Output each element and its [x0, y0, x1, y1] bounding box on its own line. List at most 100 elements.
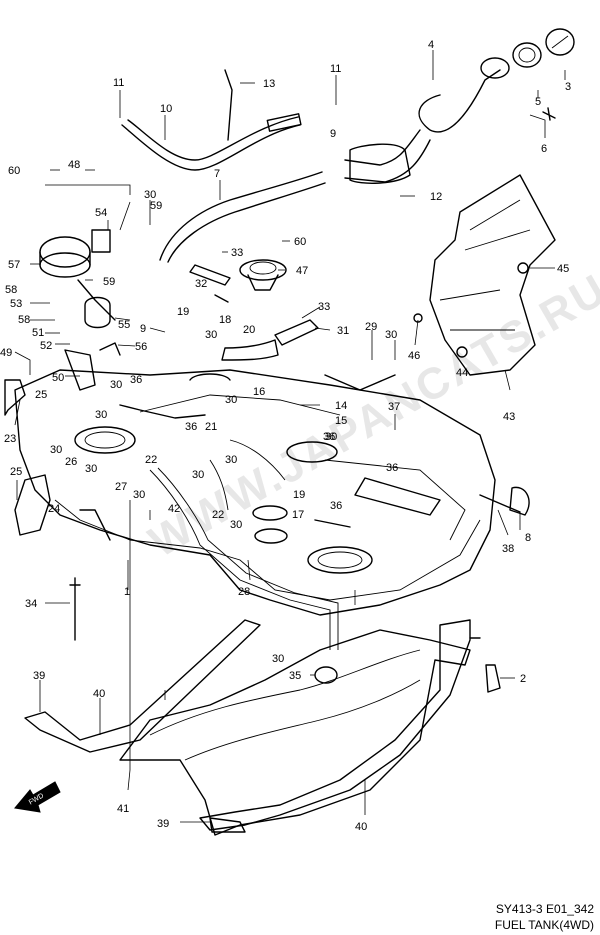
callout-39b: 39	[157, 818, 169, 830]
callout-19a: 19	[177, 306, 189, 318]
callout-60a: 60	[8, 165, 20, 177]
callout-30d: 30	[110, 379, 122, 391]
callout-33a: 33	[231, 247, 243, 259]
callout-23: 23	[4, 433, 16, 445]
filler-neck	[344, 28, 575, 184]
callout-31: 31	[337, 325, 349, 337]
tank-bracket-left	[4, 379, 111, 541]
callout-59a: 59	[150, 200, 162, 212]
callout-38: 38	[502, 543, 514, 555]
watermark: WWW.JAPANCATS.RU	[141, 264, 600, 567]
callout-30f: 30	[225, 394, 237, 406]
callout-19b: 19	[293, 489, 305, 501]
leader-lines	[14, 50, 566, 823]
fuel-lines	[119, 374, 530, 650]
fuel-pump-assembly	[39, 184, 131, 391]
callout-55: 55	[118, 319, 130, 331]
callout-15: 15	[335, 415, 347, 427]
callout-3: 3	[565, 81, 571, 93]
callout-5: 5	[535, 96, 541, 108]
callout-30l: 30	[133, 489, 145, 501]
callout-30j: 30	[225, 454, 237, 466]
callout-30n: 30	[272, 653, 284, 665]
callout-60b: 60	[294, 236, 306, 248]
callout-16: 16	[253, 386, 265, 398]
callout-9a: 9	[330, 128, 336, 140]
callout-9b: 9	[140, 323, 146, 335]
callout-13: 13	[263, 78, 275, 90]
tank-lower-shield	[24, 577, 501, 836]
callout-30g: 30	[325, 431, 337, 443]
callout-27: 27	[115, 481, 127, 493]
callout-26: 26	[65, 456, 77, 468]
callout-22a: 22	[145, 454, 157, 466]
callout-29: 29	[365, 321, 377, 333]
callout-36e: 36	[330, 500, 342, 512]
callout-50: 50	[52, 372, 64, 384]
callout-35: 35	[289, 670, 301, 682]
callout-56: 56	[135, 341, 147, 353]
callout-41: 41	[117, 803, 129, 815]
vent-hoses	[121, 69, 326, 263]
fuel-tank-main	[14, 369, 496, 616]
callout-48: 48	[68, 159, 80, 171]
callout-39a: 39	[33, 670, 45, 682]
callout-30e: 30	[95, 409, 107, 421]
callout-46: 46	[408, 350, 420, 362]
callout-53: 53	[10, 298, 22, 310]
callout-40a: 40	[93, 688, 105, 700]
callout-59b: 59	[103, 276, 115, 288]
callout-49: 49	[0, 347, 12, 359]
callout-7: 7	[214, 168, 220, 180]
callout-30m: 30	[230, 519, 242, 531]
callout-32: 32	[195, 278, 207, 290]
callout-33b: 33	[318, 301, 330, 313]
callout-44: 44	[456, 367, 468, 379]
callout-28: 28	[238, 586, 250, 598]
callout-25b: 25	[10, 466, 22, 478]
callout-30h: 30	[50, 444, 62, 456]
callout-8: 8	[525, 532, 531, 544]
callout-12: 12	[430, 191, 442, 203]
callout-36a: 36	[130, 374, 142, 386]
callout-58b: 58	[18, 314, 30, 326]
callout-43: 43	[503, 411, 515, 423]
callout-22b: 22	[212, 509, 224, 521]
callout-57: 57	[8, 259, 20, 271]
callout-42: 42	[168, 503, 180, 515]
callout-1: 1	[124, 586, 130, 598]
callout-2: 2	[520, 673, 526, 685]
callout-4: 4	[428, 39, 434, 51]
callout-30b: 30	[205, 329, 217, 341]
diagram-code: SY413-3 E01_342	[495, 902, 594, 916]
callout-36d: 36	[386, 462, 398, 474]
fwd-arrow-icon: FWD	[14, 781, 61, 813]
callout-34: 34	[25, 598, 37, 610]
callout-52: 52	[40, 340, 52, 352]
callout-30i: 30	[85, 463, 97, 475]
callout-37: 37	[388, 401, 400, 413]
diagram-title: FUEL TANK(4WD)	[494, 918, 594, 932]
callout-51: 51	[32, 327, 44, 339]
callout-45: 45	[557, 263, 569, 275]
callout-11b: 11	[330, 63, 341, 75]
callout-30c: 30	[385, 329, 397, 341]
callout-30a: 30	[144, 189, 156, 201]
callout-40b: 40	[355, 821, 367, 833]
callout-36b: 36	[185, 421, 197, 433]
callout-14: 14	[335, 400, 347, 412]
callout-18: 18	[219, 314, 231, 326]
callout-21: 21	[205, 421, 217, 433]
callout-11a: 11	[113, 77, 124, 89]
callout-36c: 36	[323, 431, 335, 443]
callout-58a: 58	[5, 284, 17, 296]
callout-47: 47	[296, 265, 308, 277]
callout-54: 54	[95, 207, 107, 219]
callout-30k: 30	[192, 469, 204, 481]
callout-6: 6	[541, 143, 547, 155]
callout-24: 24	[48, 503, 60, 515]
callout-20: 20	[243, 324, 255, 336]
callout-17: 17	[292, 509, 304, 521]
callout-10: 10	[160, 103, 172, 115]
